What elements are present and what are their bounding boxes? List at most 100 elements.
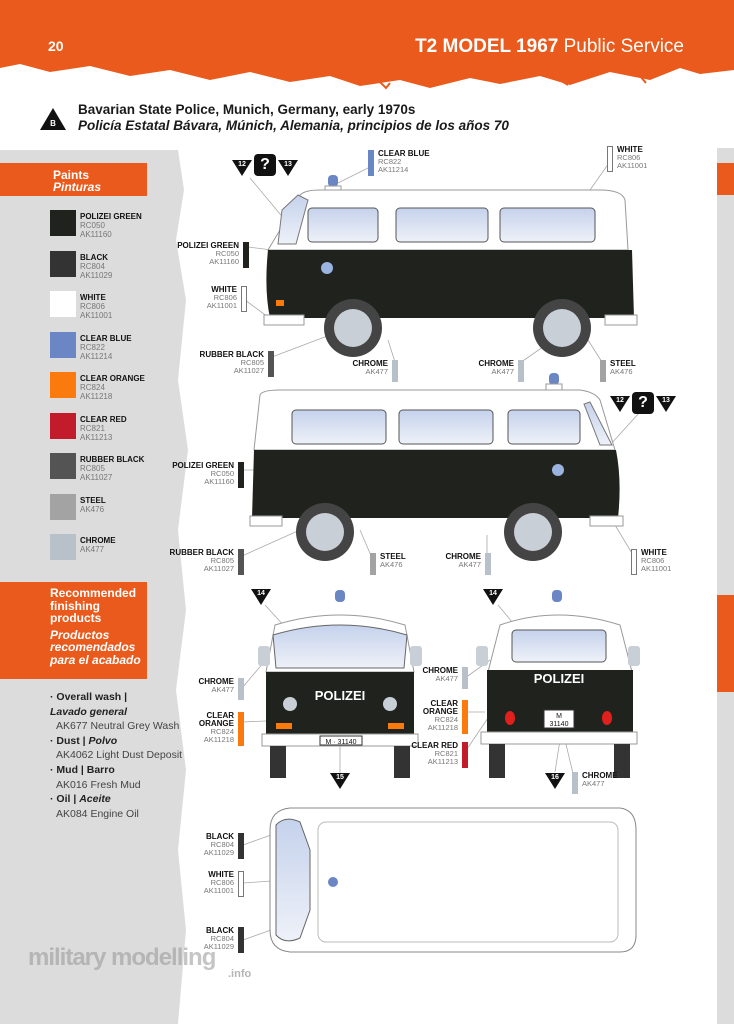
step-number: 12 — [238, 161, 246, 168]
callout-swatch — [462, 742, 468, 768]
finishing-product: AK084 Engine Oil — [56, 807, 139, 820]
paint-swatch — [50, 372, 76, 398]
paint-swatch — [50, 291, 76, 317]
right-edge-strip — [717, 148, 734, 1024]
step-marker-icon: 12 — [610, 396, 630, 412]
callout-swatch — [631, 549, 637, 575]
callout-swatch — [238, 833, 244, 859]
callout-swatch — [392, 360, 398, 382]
paint-swatch — [50, 534, 76, 560]
svg-text:POLIZEI: POLIZEI — [315, 688, 366, 703]
step-number: 13 — [284, 161, 292, 168]
step-number: 14 — [257, 590, 265, 597]
step-marker-icon: 14 — [251, 589, 271, 605]
paint-swatch — [50, 453, 76, 479]
step-number: 13 — [662, 397, 670, 404]
callout-swatch — [238, 549, 244, 575]
step-number: 12 — [616, 397, 624, 404]
top-view — [269, 807, 637, 953]
finishing-item: · Mud | Barro — [50, 763, 115, 776]
svg-text:M: M — [556, 713, 562, 720]
side-view-right — [249, 373, 624, 561]
svg-text:POLIZEI: POLIZEI — [534, 671, 585, 686]
paint-swatch — [50, 250, 76, 277]
rear-view: POLIZEI M 31140 — [476, 590, 640, 778]
callout-swatch — [600, 360, 606, 382]
paint-swatch — [50, 412, 76, 439]
side-view-left — [263, 175, 638, 357]
question-marker-icon: ? — [254, 154, 276, 176]
step-number: 14 — [489, 590, 497, 597]
callout-swatch — [238, 712, 244, 746]
svg-text:B: B — [50, 119, 56, 128]
callout-swatch — [238, 678, 244, 700]
finishing-list: · Overall wash | Lavado general AK677 Ne… — [50, 691, 183, 820]
watermark: military modelling — [28, 944, 216, 971]
step-marker-icon: 14 — [483, 589, 503, 605]
callout-swatch — [370, 553, 376, 575]
step-marker-icon: 13 — [278, 160, 298, 176]
callout-swatch — [572, 772, 578, 794]
step-number: 15 — [336, 774, 344, 781]
callout-swatch — [462, 667, 468, 689]
step-marker-icon: 16 — [545, 773, 565, 789]
callout-swatch — [243, 242, 249, 268]
svg-text:M · 31140: M · 31140 — [326, 739, 357, 746]
scheme-badge-icon: B — [40, 108, 66, 130]
scheme-title: Bavarian State Police, Munich, Germany, … — [78, 102, 416, 117]
step-number: 16 — [551, 774, 559, 781]
step-marker-icon: 12 — [232, 160, 252, 176]
callout-swatch — [368, 150, 374, 176]
svg-text:31140: 31140 — [550, 721, 569, 728]
callout-swatch — [238, 927, 244, 953]
page-number: 20 — [48, 38, 64, 54]
callout-swatch — [607, 146, 613, 172]
callout-swatch — [462, 700, 468, 734]
paint-swatch — [50, 210, 76, 236]
callout-swatch — [241, 286, 247, 312]
watermark-suffix: .info — [228, 968, 252, 980]
page-title: T2 MODEL 1967 Public Service — [415, 36, 684, 57]
header-banner — [0, 0, 734, 90]
callout-swatch — [238, 462, 244, 488]
edge-tab — [717, 163, 734, 195]
finishing-product: AK016 Fresh Mud — [56, 778, 141, 791]
callout-swatch — [238, 871, 244, 897]
question-marker-icon: ? — [632, 392, 654, 414]
callout-swatch — [268, 351, 274, 377]
paint-swatch — [50, 331, 76, 358]
paint-swatch — [50, 493, 76, 520]
edge-tab — [717, 595, 734, 692]
